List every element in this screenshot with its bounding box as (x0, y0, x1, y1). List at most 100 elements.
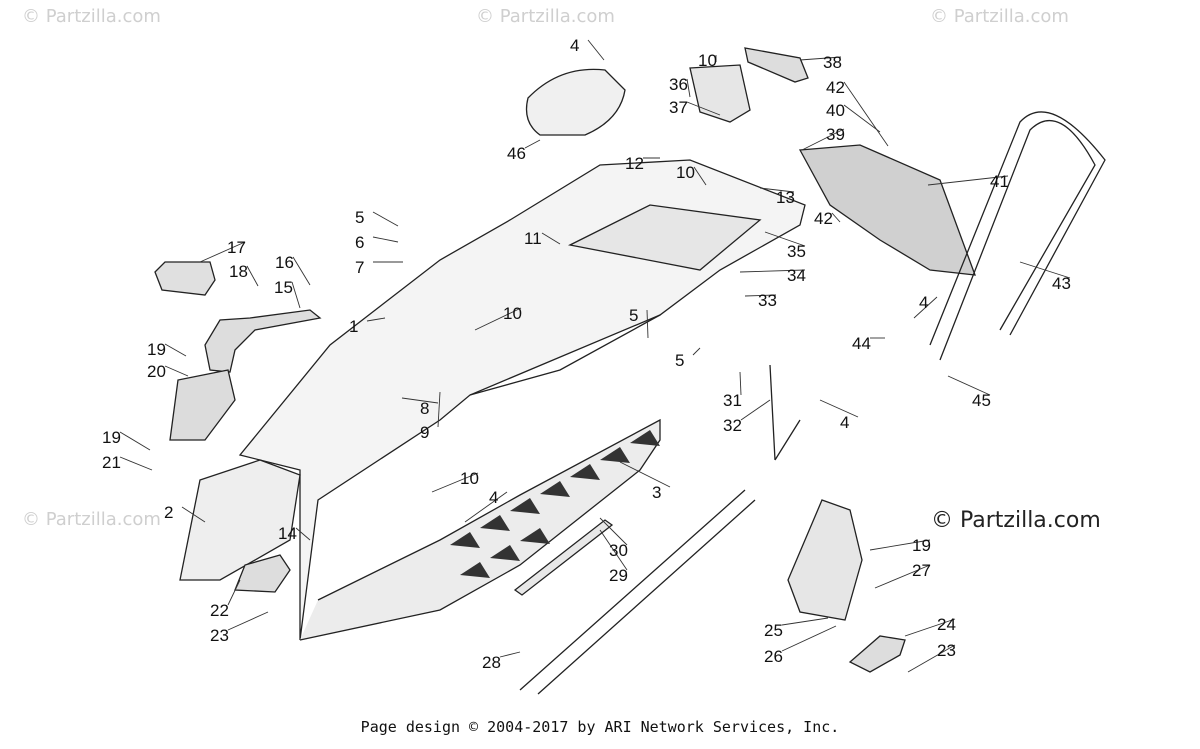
callout-c31: 31 (723, 391, 742, 410)
leader-line (904, 618, 956, 637)
leader-line (164, 343, 187, 357)
leader-line (781, 625, 837, 652)
callout-c12: 12 (625, 154, 644, 173)
rear-bumper (929, 111, 1106, 361)
callout-c5c: 5 (675, 351, 684, 370)
seat-cushion (525, 68, 626, 136)
callout-c8: 8 (420, 399, 429, 418)
leader-line (291, 281, 301, 309)
leader-line (227, 579, 241, 606)
support-rod (519, 489, 756, 695)
callout-c6: 6 (355, 233, 364, 252)
callout-c40: 40 (826, 101, 845, 120)
leader-line (372, 211, 399, 227)
callout-c22: 22 (210, 601, 229, 620)
chassis-outline (238, 159, 806, 641)
callout-c2: 2 (164, 503, 173, 522)
callout-c19a: 19 (147, 340, 166, 359)
callout-c26: 26 (764, 647, 783, 666)
leader-line (181, 506, 206, 523)
callout-c17: 17 (227, 238, 246, 257)
leader-line (119, 431, 151, 451)
leader-line (686, 78, 691, 98)
rear-bracket (744, 47, 809, 83)
footrest-right (787, 499, 863, 621)
callout-c36: 36 (669, 75, 688, 94)
leader-line (474, 307, 522, 331)
callout-c24: 24 (937, 615, 956, 634)
callout-c33: 33 (758, 291, 777, 310)
callout-c3: 3 (652, 483, 661, 502)
front-bulkhead (179, 459, 301, 581)
leader-line (799, 56, 842, 61)
leader-line (869, 539, 931, 551)
leader-line (843, 81, 889, 147)
callout-c37: 37 (669, 98, 688, 117)
callout-c5b: 5 (629, 306, 638, 325)
watermark: © Partzilla.com (22, 6, 161, 27)
callout-labels: 1234444555678910101010111213141516171819… (102, 36, 1071, 672)
rear-flap (798, 144, 976, 276)
callout-c39: 39 (826, 125, 845, 144)
leader-line (227, 611, 269, 631)
cover-part (154, 261, 216, 296)
watermark: © Partzilla.com (930, 6, 1069, 27)
leader-line (739, 371, 742, 396)
exploded-view-drawing (154, 47, 1106, 695)
callout-c41: 41 (990, 172, 1009, 191)
leader-line (907, 644, 956, 673)
leader-line (499, 651, 521, 658)
leader-line (164, 365, 189, 377)
callout-c42a: 42 (826, 78, 845, 97)
leader-line (599, 529, 628, 571)
callout-c19b: 19 (102, 428, 121, 447)
callout-c10d: 10 (460, 469, 479, 488)
watermark-main: © Partzilla.com (931, 508, 1101, 533)
chain-part (769, 364, 801, 461)
leader-line (437, 391, 441, 428)
leader-line (372, 236, 399, 243)
callout-c19c: 19 (912, 536, 931, 555)
leader-line (744, 294, 777, 297)
strip-part (513, 519, 614, 596)
callout-c15: 15 (274, 278, 293, 297)
leader-line (927, 175, 1009, 186)
watermark: © Partzilla.com (476, 6, 615, 27)
leader-line (246, 265, 259, 287)
leader-line (431, 472, 479, 493)
leader-line (366, 317, 386, 322)
leader-line (599, 517, 628, 546)
leader-line (686, 101, 721, 116)
leader-lines (119, 39, 1071, 673)
leader-line (587, 39, 605, 61)
leader-line (524, 139, 541, 149)
callout-c34: 34 (787, 266, 806, 285)
leader-line (740, 399, 771, 421)
side-panel (299, 418, 661, 641)
callout-c9: 9 (420, 423, 429, 442)
front-bumper (204, 309, 322, 373)
leader-line (292, 256, 311, 286)
leader-line (401, 397, 439, 404)
callout-c13: 13 (776, 188, 795, 207)
leader-line (464, 491, 508, 523)
hinge-bracket (689, 64, 751, 123)
callout-c35: 35 (787, 242, 806, 261)
leader-line (759, 187, 795, 193)
leader-line (819, 399, 859, 418)
cup-part (848, 635, 906, 673)
leader-line (119, 456, 153, 471)
leader-line (646, 309, 649, 339)
leader-line (874, 564, 931, 589)
callout-c23a: 23 (210, 626, 229, 645)
callout-c27: 27 (912, 561, 931, 580)
callout-c23b: 23 (937, 641, 956, 660)
callout-c25: 25 (764, 621, 783, 640)
callout-c28: 28 (482, 653, 501, 672)
cup-left (234, 554, 291, 593)
leader-line (781, 617, 829, 626)
leader-line (843, 104, 881, 133)
rear-panel (567, 204, 762, 271)
callout-c5a: 5 (355, 208, 364, 227)
